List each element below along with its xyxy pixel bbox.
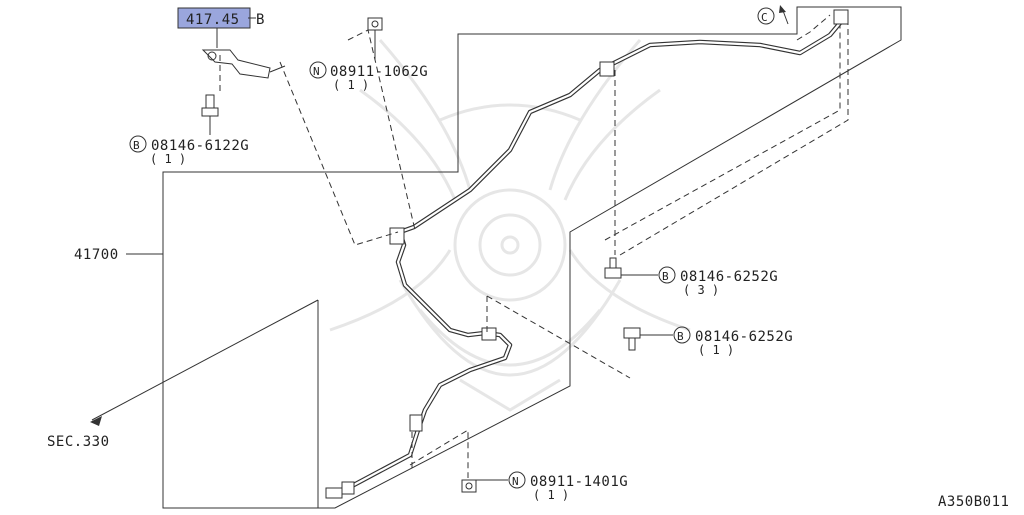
section-reference[interactable]: SEC.330 (47, 434, 110, 450)
svg-text:08911-1062G: 08911-1062G (330, 64, 428, 80)
brake-tube-label[interactable]: 41700 (74, 247, 119, 263)
brake-tube-41700[interactable] (332, 14, 848, 498)
svg-text:( 1 ): ( 1 ) (333, 78, 369, 92)
svg-text:08146-6252G: 08146-6252G (680, 269, 778, 285)
svg-text:B: B (677, 330, 684, 343)
bolt-icon (623, 327, 673, 351)
bolt-icon (201, 94, 219, 135)
bracket-suffix: B (256, 12, 265, 28)
bolt-icon (604, 257, 658, 279)
nut-icon (367, 17, 383, 60)
view-ref-callout[interactable]: C (757, 5, 789, 25)
svg-text:C: C (761, 11, 768, 24)
svg-text:B: B (133, 139, 140, 152)
section-arrow-icon (90, 416, 102, 426)
svg-text:( 1 ): ( 1 ) (533, 488, 569, 502)
svg-text:B: B (662, 270, 669, 283)
svg-text:08911-1401G: 08911-1401G (530, 474, 628, 490)
svg-text:08146-6252G: 08146-6252G (695, 329, 793, 345)
tube-clips (325, 9, 849, 499)
svg-text:08146-6122G: 08146-6122G (151, 138, 249, 154)
svg-text:( 1 ): ( 1 ) (698, 343, 734, 357)
svg-text:N: N (512, 475, 519, 488)
bracket-41745[interactable] (201, 49, 286, 79)
svg-text:N: N (313, 65, 320, 78)
svg-text:( 3 ): ( 3 ) (683, 283, 719, 297)
bracket-part-number[interactable]: 417.45 (186, 12, 240, 28)
fastener-callout-bolt-top-left[interactable]: B 08146-6122G ( 1 ) (129, 135, 249, 166)
fastener-callout-nut-bottom[interactable]: N 08911-1401G ( 1 ) (508, 471, 628, 502)
dashed-leaders (219, 14, 849, 478)
arrow-icon (779, 5, 786, 13)
diagram-code: A350B011 (938, 494, 1009, 510)
fastener-callout-nut-top[interactable]: N 08911-1062G ( 1 ) (309, 61, 428, 92)
watermark-emblem (329, 39, 691, 412)
svg-text:( 1 ): ( 1 ) (150, 152, 186, 166)
fastener-callout-bolt-right-upper[interactable]: B 08146-6252G ( 3 ) (658, 266, 778, 297)
nut-icon (461, 479, 508, 493)
fastener-callout-bolt-right-lower[interactable]: B 08146-6252G ( 1 ) (673, 326, 793, 357)
assembly-outline (91, 6, 902, 509)
